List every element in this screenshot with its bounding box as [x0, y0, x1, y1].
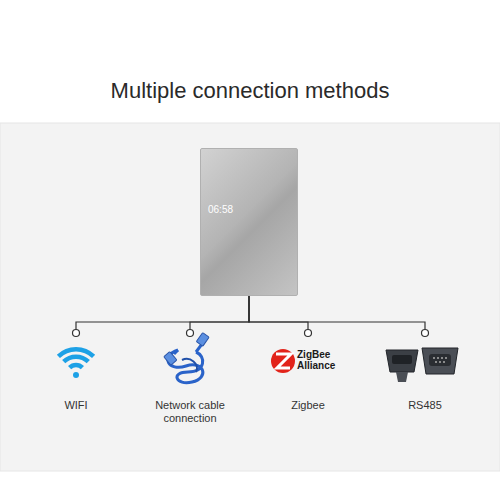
option-label: Network cable connection	[150, 399, 230, 425]
zigbee-logo	[271, 349, 295, 373]
tree-connector	[190, 296, 249, 337]
connector-end-dot	[305, 330, 312, 337]
connection-option: Network cable connection	[145, 337, 235, 427]
connector-group	[73, 296, 250, 337]
connector-group	[249, 296, 429, 337]
screen-decoration	[203, 199, 295, 255]
smart-panel-device: 06:58	[200, 148, 298, 296]
rs485-connector-symbol	[386, 348, 458, 382]
wifi-symbol	[58, 349, 93, 378]
tree-connector	[76, 296, 249, 337]
connector-end-dot	[73, 330, 80, 337]
clock-text: 06:58	[208, 203, 258, 216]
connector-end-dot	[187, 330, 194, 337]
option-label: RS485	[380, 399, 470, 412]
connection-option: RS485	[380, 337, 470, 419]
option-label: Zigbee	[263, 399, 353, 412]
tree-connector	[249, 296, 425, 337]
connection-option: WIFI	[31, 337, 121, 419]
background-panel	[0, 123, 500, 471]
network-cable-symbol	[164, 333, 209, 383]
connector-group	[187, 296, 250, 337]
tree-connector	[249, 296, 308, 337]
connector-group	[249, 296, 312, 337]
connection-option: Zigbee	[263, 337, 353, 419]
connector-end-dot	[422, 330, 429, 337]
diagram-title: Multiple connection methods	[0, 78, 500, 104]
logo-text: ZigBee Alliance	[297, 349, 357, 371]
option-label: WIFI	[31, 399, 121, 412]
